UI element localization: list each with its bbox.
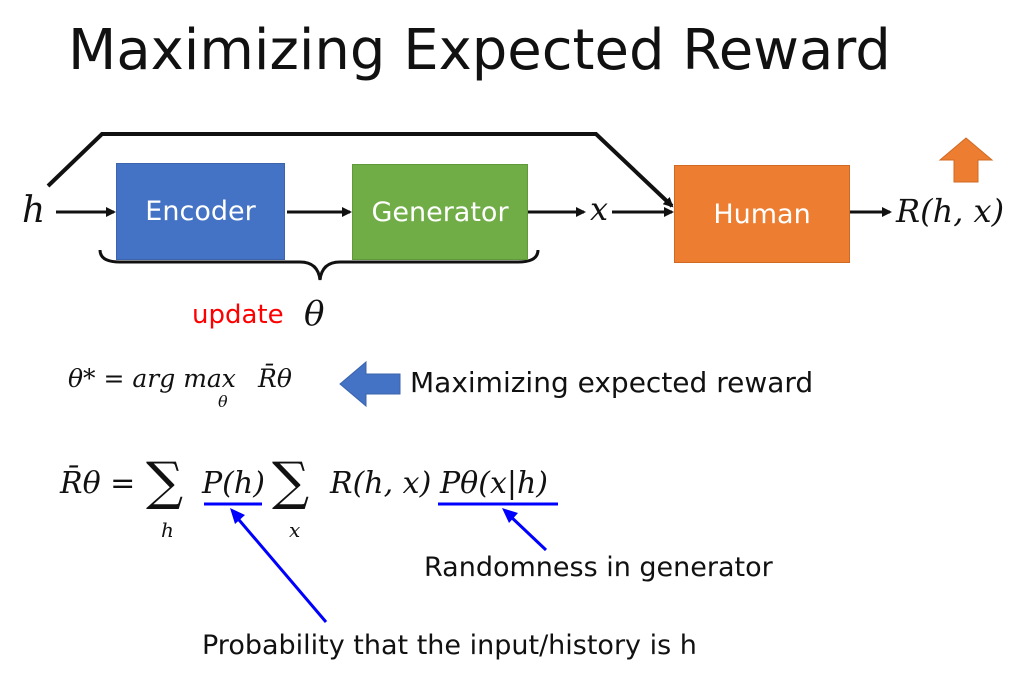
annotation-arrowhead-probability: [230, 508, 245, 524]
encoder-label: Encoder: [145, 196, 256, 227]
theta-brace: [98, 249, 540, 281]
term-p-theta: Pθ(x|h): [440, 466, 549, 501]
sum-subscript-h: h: [161, 518, 174, 542]
output-x-label: x: [590, 190, 609, 228]
annotation-arrowhead-randomness: [502, 508, 518, 523]
annotation-arrow-probability: [232, 513, 328, 623]
slide-title: Maximizing Expected Reward: [68, 18, 891, 83]
term-r-h-x: R(h, x): [330, 466, 432, 501]
input-h-label: h: [22, 190, 46, 231]
update-label: update: [192, 300, 284, 330]
human-box: Human: [674, 165, 850, 263]
theta-label: θ: [304, 294, 325, 334]
up-arrow-icon: [938, 137, 994, 183]
sum-symbol-x: ∑: [272, 452, 310, 512]
generator-label: Generator: [371, 196, 509, 228]
formula-argmax-subscript: θ: [218, 392, 228, 411]
formula-argmax-rhs: R̄θ: [258, 364, 292, 393]
annotation-arrow-randomness: [506, 512, 548, 552]
sum-subscript-x: x: [289, 518, 301, 542]
generator-box: Generator: [352, 164, 528, 260]
human-label: Human: [713, 198, 811, 230]
sum-symbol-h: ∑: [146, 452, 184, 512]
formula-expected-lhs: R̄θ =: [60, 466, 136, 501]
maximizing-label: Maximizing expected reward: [410, 366, 814, 399]
formula-argmax-lhs: θ* = arg max: [68, 364, 236, 393]
probability-annotation: Probability that the input/history is h: [202, 630, 697, 661]
encoder-box: Encoder: [116, 163, 285, 260]
term-p-h: P(h): [202, 466, 265, 501]
left-arrow-icon: [339, 360, 401, 408]
randomness-annotation: Randomness in generator: [424, 552, 773, 583]
reward-label: R(h, x): [896, 192, 1005, 230]
skip-connection-h-to-human: [46, 132, 674, 208]
